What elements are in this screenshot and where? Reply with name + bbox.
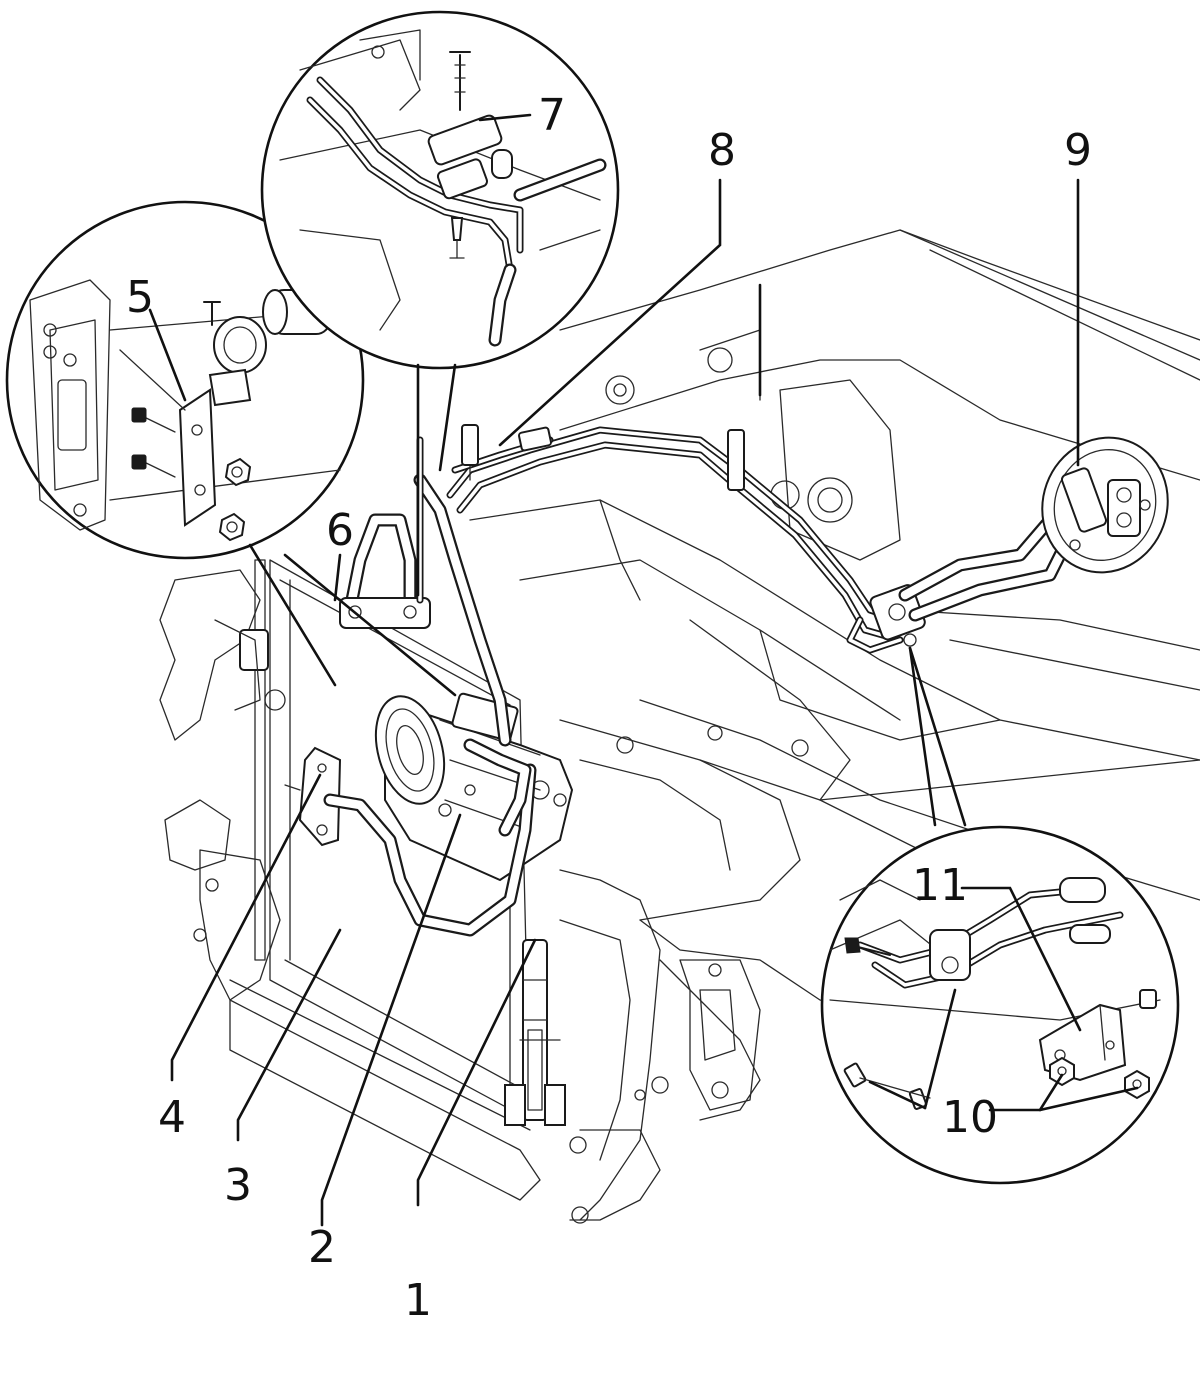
callout-2: 2 xyxy=(308,1222,336,1273)
callout-5: 5 xyxy=(126,272,154,323)
callout-7: 7 xyxy=(538,90,566,141)
callout-11: 11 xyxy=(912,860,968,911)
callout-4: 4 xyxy=(158,1092,186,1143)
callout-1: 1 xyxy=(404,1275,432,1326)
callout-9: 9 xyxy=(1064,125,1092,176)
callout-3: 3 xyxy=(224,1160,252,1211)
refrigerant-lines xyxy=(323,424,1169,937)
callout-8: 8 xyxy=(708,125,736,176)
detail-lens-bracket-10-11 xyxy=(820,825,1180,1185)
callout-labels: 1 2 3 4 5 6 7 8 9 10 11 xyxy=(126,90,1092,1326)
leader-lines xyxy=(148,113,1139,1227)
callout-10: 10 xyxy=(942,1092,998,1143)
detail-lens-clamp-7 xyxy=(260,10,620,370)
detail-lens-bracket-5 xyxy=(5,200,365,560)
callout-6: 6 xyxy=(326,505,354,556)
